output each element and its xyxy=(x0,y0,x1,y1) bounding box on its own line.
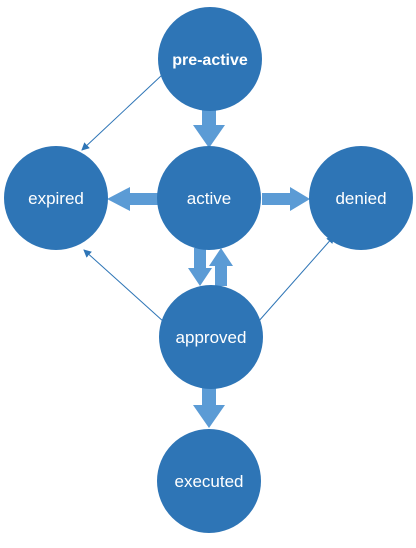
node-active-circle xyxy=(157,146,261,250)
node-approved: approved xyxy=(159,285,263,389)
node-denied: denied xyxy=(309,146,413,250)
arrow-active-to-approved xyxy=(188,248,212,286)
arrow-active-to-expired xyxy=(107,187,158,211)
node-expired: expired xyxy=(4,146,108,250)
arrow-approved-to-active xyxy=(209,248,233,286)
arrow-pre-active-to-active xyxy=(193,110,225,148)
arrow-active-to-denied xyxy=(262,187,310,211)
node-pre-active: pre-active xyxy=(158,7,262,111)
node-expired-label: expired xyxy=(28,189,84,208)
arrow-approved-to-executed xyxy=(193,388,225,428)
node-pre-active-label: pre-active xyxy=(172,52,248,69)
node-pre-active-circle xyxy=(158,7,262,111)
node-executed: executed xyxy=(157,429,261,533)
arrow-approved-to-expired xyxy=(83,249,165,323)
node-denied-label: denied xyxy=(335,189,386,208)
node-executed-circle xyxy=(157,429,261,533)
arrow-approved-to-denied xyxy=(257,235,335,323)
node-active-label: active xyxy=(187,189,231,208)
arrow-pre-active-to-expired xyxy=(81,74,163,151)
node-executed-label: executed xyxy=(175,472,244,491)
node-active: active xyxy=(157,146,261,250)
node-denied-circle xyxy=(309,146,413,250)
node-approved-circle xyxy=(159,285,263,389)
node-approved-label: approved xyxy=(176,328,247,347)
node-expired-circle xyxy=(4,146,108,250)
